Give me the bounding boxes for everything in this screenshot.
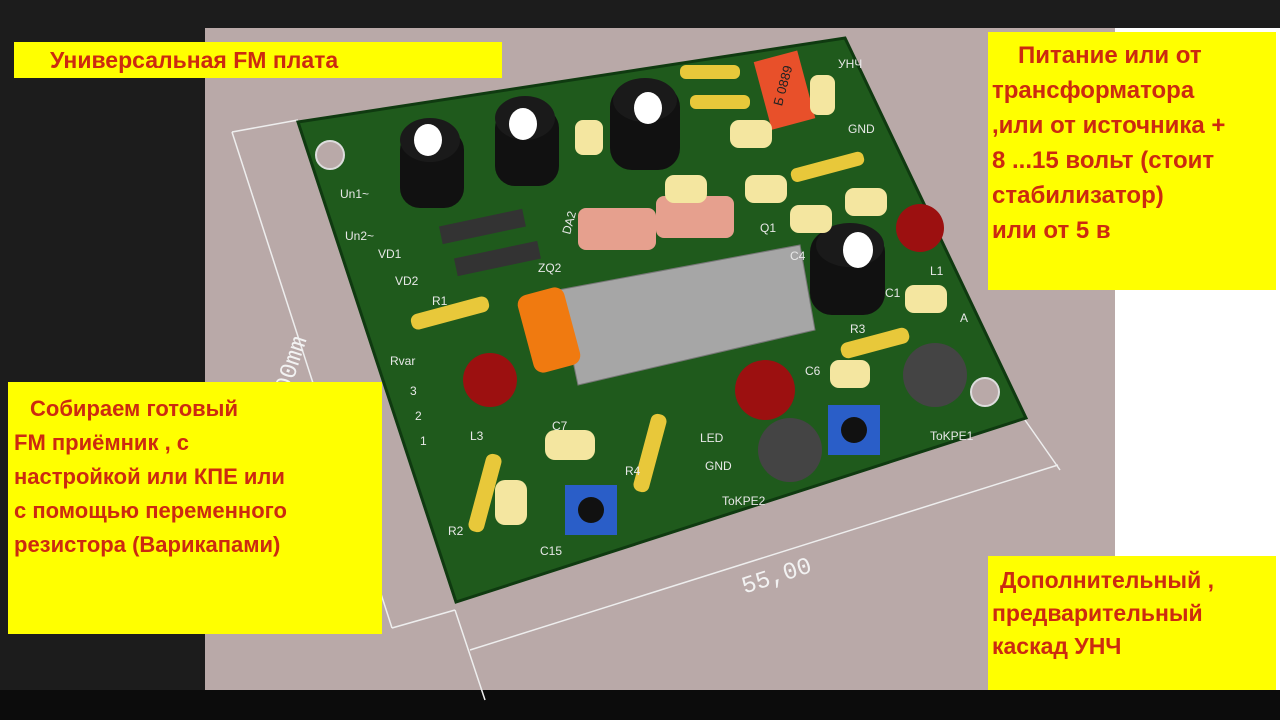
svg-text:ToKPE2: ToKPE2 [722,494,766,508]
inductor-l1 [896,204,944,252]
assembly-line: с помощью переменного [14,498,287,523]
svg-text:Un1~: Un1~ [340,187,369,201]
amplifier-line: предварительный [992,600,1203,626]
svg-text:R3: R3 [850,322,866,336]
svg-text:Q1: Q1 [760,221,776,235]
amplifier-line: каскад УНЧ [992,633,1122,659]
assembly-line: Собираем готовый [30,396,238,421]
svg-text:R1: R1 [432,294,448,308]
svg-text:C4: C4 [790,249,806,263]
crystal [656,196,734,238]
svg-text:R2: R2 [448,524,464,538]
svg-text:Un2~: Un2~ [345,229,374,243]
silkscreen-labels: Un1~ Un2~ VD1 VD2 R1 Rvar 3 2 1 L3 R2 C1… [340,57,974,558]
film-capacitor [753,50,816,130]
svg-text:GND: GND [848,122,875,136]
amplifier-note: Дополнительный , предварительный каскад … [988,556,1276,690]
svg-text:GND: GND [705,459,732,473]
power-line: 8 ...15 вольт (стоит [992,147,1215,174]
title-text: Универсальная FM плата [50,47,339,73]
svg-text:2: 2 [415,409,422,423]
power-line: трансформатора [992,77,1195,104]
svg-text:1: 1 [420,434,427,448]
transistor [903,343,967,407]
transistor [758,418,822,482]
svg-text:3: 3 [410,384,417,398]
svg-text:A: A [960,311,968,325]
resistors [410,65,910,533]
svg-text:Rvar: Rvar [390,354,415,368]
svg-text:L3: L3 [470,429,484,443]
svg-text:R4: R4 [625,464,641,478]
svg-text:C7: C7 [552,419,568,433]
assembly-line: резистора (Варикапами) [14,532,281,557]
svg-text:VD2: VD2 [395,274,419,288]
power-line: или от 5 в [992,217,1111,244]
mounting-hole [315,140,345,170]
dimension-width: 55,00 [739,553,816,601]
assembly-line: FM приёмник , с [14,430,190,455]
power-note: Питание или от трансформатора ,или от ис… [988,32,1276,290]
mounting-hole [970,377,1000,407]
power-line: ,или от источника + [992,112,1226,139]
svg-text:DA2: DA2 [559,209,579,235]
svg-text:ZQ2: ZQ2 [538,261,562,275]
inductor-l3 [463,353,517,407]
svg-text:C15: C15 [540,544,562,558]
diode-vd2 [454,240,541,277]
assembly-note: Собираем готовый FM приёмник , с настрой… [8,382,382,634]
power-line: стабилизатор) [992,182,1164,209]
ceramic-capacitors [495,75,947,525]
amplifier-line: Дополнительный , [1000,567,1214,593]
electrolytic-capacitors [400,78,885,315]
svg-text:C1: C1 [885,286,901,300]
svg-text:ToKPE1: ToKPE1 [930,429,974,443]
svg-text:L1: L1 [930,264,944,278]
inductor [735,360,795,420]
svg-text:VD1: VD1 [378,247,402,261]
diode-vd1 [439,208,526,245]
background-top [205,0,1280,28]
assembly-line: настройкой или КПЕ или [14,464,285,489]
svg-text:C6: C6 [805,364,821,378]
crystal [578,208,656,250]
background-bottom [0,690,1280,720]
svg-text:LED: LED [700,431,724,445]
title-note: Универсальная FM плата [14,42,502,78]
orange-capacitor [517,287,581,373]
svg-text:УНЧ: УНЧ [838,57,862,71]
power-line: Питание или от [1018,42,1202,69]
